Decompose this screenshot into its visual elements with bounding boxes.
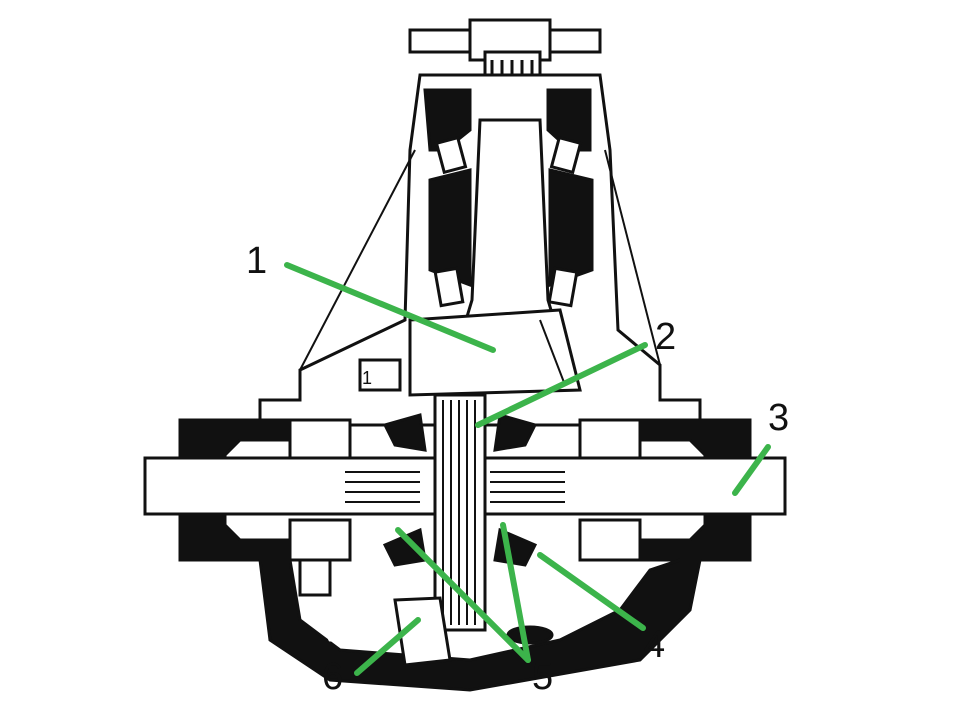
callout-label-3: 3 — [768, 397, 789, 439]
differential-drawing: 1 — [143, 18, 787, 692]
leader-line-2 — [475, 342, 648, 428]
leader-lines — [284, 262, 771, 676]
svg-text:1: 1 — [362, 368, 372, 388]
leader-line-4 — [537, 552, 646, 631]
leader-line-6 — [354, 617, 421, 676]
callout-label-4: 4 — [644, 624, 665, 666]
leader-line-1 — [284, 262, 496, 353]
thrust-block — [393, 596, 452, 667]
lower-cover — [258, 558, 702, 692]
callout-label-1: 1 — [246, 240, 267, 282]
leader-line-5a — [395, 527, 531, 663]
callout-label-5: 5 — [532, 656, 553, 698]
callout-labels: 1 2 3 4 5 6 — [246, 240, 789, 698]
diff-pinion-upper-left — [382, 413, 427, 452]
leader-line-3 — [732, 444, 771, 496]
leader-line-5b — [500, 522, 531, 663]
callout-label-2: 2 — [655, 316, 676, 358]
pinion-gear — [408, 308, 582, 397]
side-gear-splines — [345, 471, 565, 503]
callout-label-6: 6 — [322, 656, 343, 698]
